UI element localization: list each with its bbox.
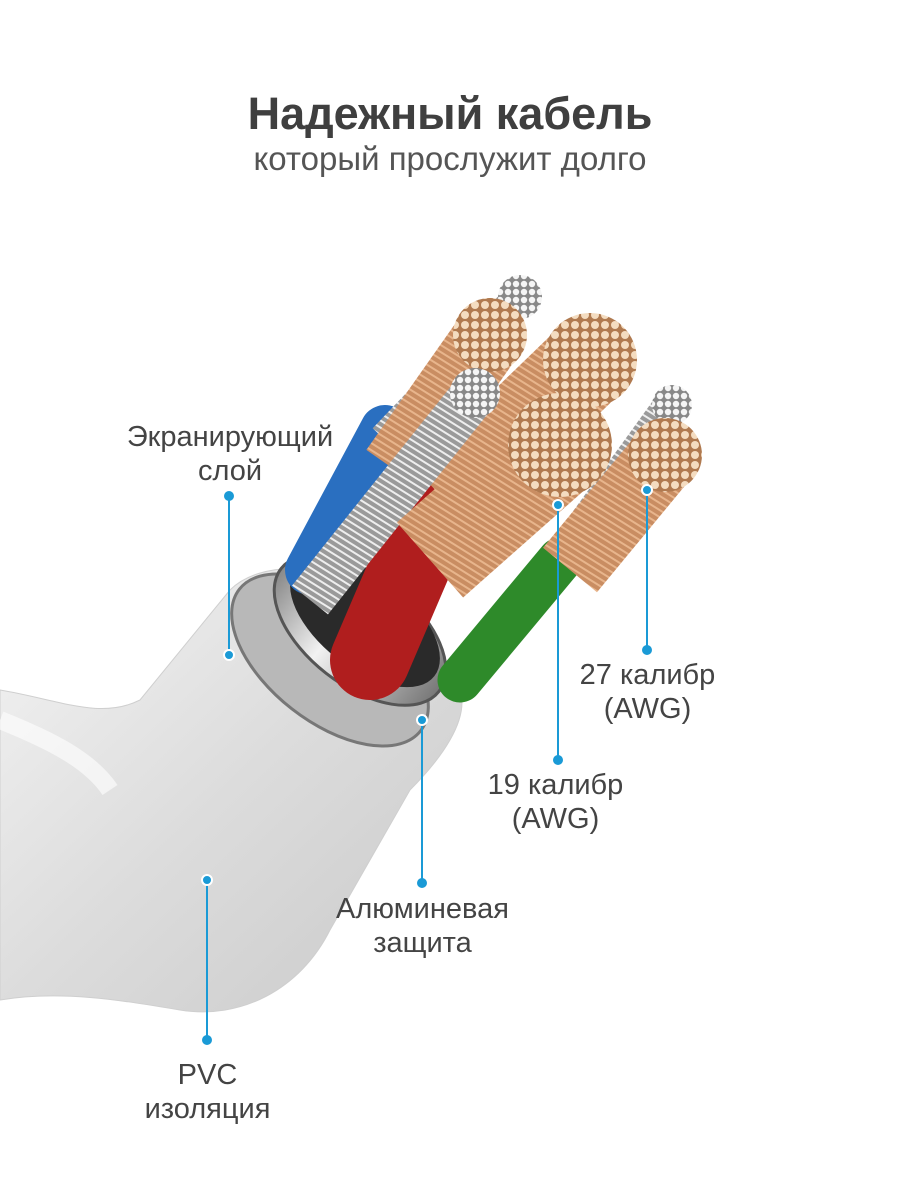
callout-19awg-label: 19 калибр (AWG) xyxy=(468,768,643,836)
wire-tip xyxy=(508,393,612,497)
label-line: 19 калибр xyxy=(487,769,624,801)
wire-tip xyxy=(450,368,500,418)
label-line: PVC xyxy=(177,1059,238,1091)
page-title: Надежный кабель xyxy=(247,88,653,139)
callout-27awg-label: 27 калибр (AWG) xyxy=(560,658,735,726)
label-line: защита xyxy=(373,927,472,959)
wire-tip xyxy=(628,418,702,492)
label-line: слой xyxy=(197,455,263,487)
label-line: Экранирующий xyxy=(126,421,334,453)
label-line: (AWG) xyxy=(511,803,600,835)
callout-pvc-label: PVC изоляция xyxy=(120,1058,295,1126)
green-wire xyxy=(437,537,583,703)
callout-27awg-line xyxy=(641,484,653,655)
callout-pvc-line xyxy=(201,874,213,1045)
wire-tip xyxy=(652,385,692,425)
wire-tip xyxy=(453,298,527,372)
callout-shield-line xyxy=(223,491,235,661)
label-line: 27 калибр xyxy=(579,659,716,691)
label-line: изоляция xyxy=(144,1093,271,1125)
callout-aluminum-label: Алюминевая защита xyxy=(310,892,535,960)
page-subtitle: который прослужит долго xyxy=(253,140,647,177)
label-line: Алюминевая xyxy=(336,893,509,925)
label-line: (AWG) xyxy=(603,693,692,725)
callout-19awg-line xyxy=(552,499,564,765)
wire-tip xyxy=(543,313,637,407)
callout-aluminum-line xyxy=(416,714,428,888)
callout-shield-label: Экранирующий слой xyxy=(100,420,360,488)
